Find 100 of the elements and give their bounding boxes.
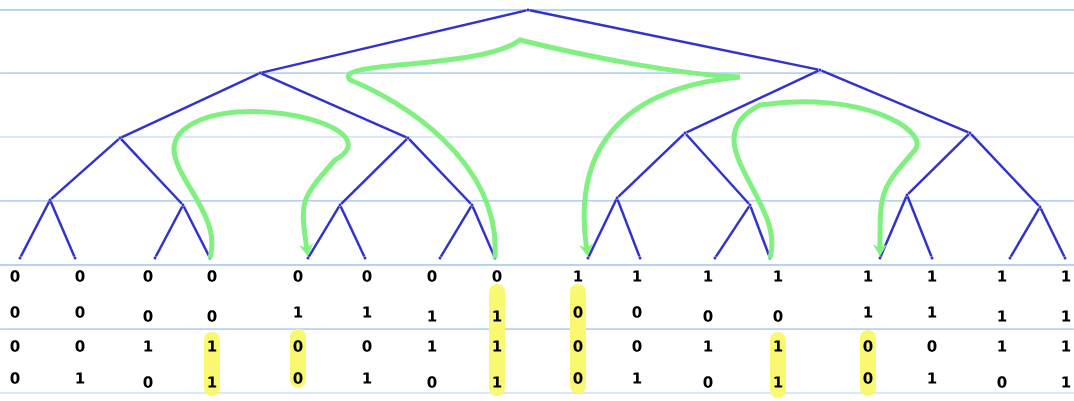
tree-branch xyxy=(686,69,819,134)
binary-digit: 0 xyxy=(293,340,303,352)
binary-digit: 0 xyxy=(75,340,85,352)
binary-digit: 0 xyxy=(293,270,303,282)
tree-branch xyxy=(261,72,407,139)
tree-vertex xyxy=(748,203,752,207)
binary-digit: 1 xyxy=(928,372,937,384)
binary-digit: 1 xyxy=(144,340,153,352)
binary-digit: 1 xyxy=(493,376,502,388)
tree-vertex xyxy=(48,198,52,202)
binary-digit: 1 xyxy=(76,372,85,384)
binary-digit: 0 xyxy=(492,270,502,282)
binary-digit: 1 xyxy=(633,270,642,282)
binary-digit: 0 xyxy=(10,306,20,318)
tree-branch xyxy=(879,196,908,257)
tree-branch xyxy=(1039,207,1066,257)
binary-digit: 1 xyxy=(774,376,783,388)
binary-digit: 1 xyxy=(1062,340,1071,352)
binary-digit: 1 xyxy=(704,270,713,282)
binary-digit: 0 xyxy=(427,270,437,282)
binary-digit: 0 xyxy=(773,310,783,322)
binary-digit: 1 xyxy=(998,340,1007,352)
binary-digit: 0 xyxy=(632,306,642,318)
tree-vertex xyxy=(18,256,22,260)
binary-digit: 1 xyxy=(428,340,437,352)
tree-vertex xyxy=(713,256,717,260)
binary-digit: 1 xyxy=(633,372,642,384)
tree-branch xyxy=(50,138,120,200)
tree-vertex xyxy=(526,8,530,12)
binary-digit: 0 xyxy=(703,310,713,322)
binary-digit: 1 xyxy=(864,306,873,318)
tree-vertex xyxy=(181,203,185,207)
binary-digit: 1 xyxy=(1062,310,1071,322)
binary-digit: 0 xyxy=(573,340,583,352)
binary-digit: 0 xyxy=(143,310,153,322)
binary-digit: 0 xyxy=(573,372,583,384)
tree-branch xyxy=(1009,207,1041,258)
curved-arrow xyxy=(345,37,743,259)
tree-vertex xyxy=(118,136,122,140)
binary-digit: 0 xyxy=(143,376,153,388)
binary-digit: 0 xyxy=(927,340,937,352)
tree-vertex xyxy=(615,196,619,200)
tree-vertex xyxy=(878,256,882,260)
tree-branch xyxy=(617,133,685,198)
binary-digit: 0 xyxy=(573,306,583,318)
tree-branch xyxy=(408,138,472,205)
tree-vertex xyxy=(818,68,822,72)
binary-digit: 0 xyxy=(632,340,642,352)
binary-digit: 0 xyxy=(703,376,713,388)
binary-digit: 1 xyxy=(208,340,217,352)
tree-vertex xyxy=(586,256,590,260)
binary-digit: 1 xyxy=(998,310,1007,322)
tree-vertex xyxy=(470,203,474,207)
binary-digit: 0 xyxy=(362,340,372,352)
tree-vertex xyxy=(638,256,642,260)
binary-digit: 1 xyxy=(363,372,372,384)
tree-vertex xyxy=(406,136,410,140)
tree-branch xyxy=(121,72,259,139)
binary-digit: 1 xyxy=(363,306,372,318)
binary-digit: 1 xyxy=(574,270,583,282)
tree-branch xyxy=(907,133,970,195)
binary-digit: 1 xyxy=(493,310,502,322)
binary-digit: 1 xyxy=(1062,376,1071,388)
tree-branch xyxy=(261,9,527,74)
binary-digit: 1 xyxy=(774,270,783,282)
binary-digit: 1 xyxy=(294,306,303,318)
tree-branch xyxy=(339,206,366,257)
binary-digit: 1 xyxy=(998,270,1007,282)
tree-branch xyxy=(821,69,969,134)
binary-digit: 1 xyxy=(493,340,502,352)
tree-branch xyxy=(714,205,751,258)
binary-digit: 0 xyxy=(207,270,217,282)
curved-arrow xyxy=(731,99,920,259)
binary-digit: 0 xyxy=(427,376,437,388)
tree-branch xyxy=(49,201,76,257)
tree-branch xyxy=(471,206,496,257)
binary-digit: 0 xyxy=(863,340,873,352)
tree-vertex xyxy=(258,71,262,75)
binary-digit: 0 xyxy=(362,270,372,282)
tree-branch xyxy=(970,133,1040,207)
binary-digit: 1 xyxy=(704,340,713,352)
tree-branch xyxy=(749,206,771,257)
binary-digit: 0 xyxy=(75,270,85,282)
binary-digit: 1 xyxy=(928,270,937,282)
binary-digit: 0 xyxy=(143,270,153,282)
tree-branch xyxy=(340,138,408,205)
binary-digit: 0 xyxy=(10,270,20,282)
tree-vertex xyxy=(930,256,934,260)
tree-vertex xyxy=(1008,256,1012,260)
tree-vertex xyxy=(153,256,157,260)
binary-digit: 0 xyxy=(997,376,1007,388)
tree-vertex xyxy=(905,193,909,197)
tree-branch xyxy=(906,196,933,257)
binary-digit: 0 xyxy=(293,372,303,384)
tree-branch xyxy=(120,138,183,205)
binary-digit: 0 xyxy=(75,306,85,318)
tree-vertex xyxy=(1038,205,1042,209)
tree-vertex xyxy=(438,256,442,260)
tree-branch xyxy=(19,200,51,258)
binary-digit: 1 xyxy=(864,270,873,282)
